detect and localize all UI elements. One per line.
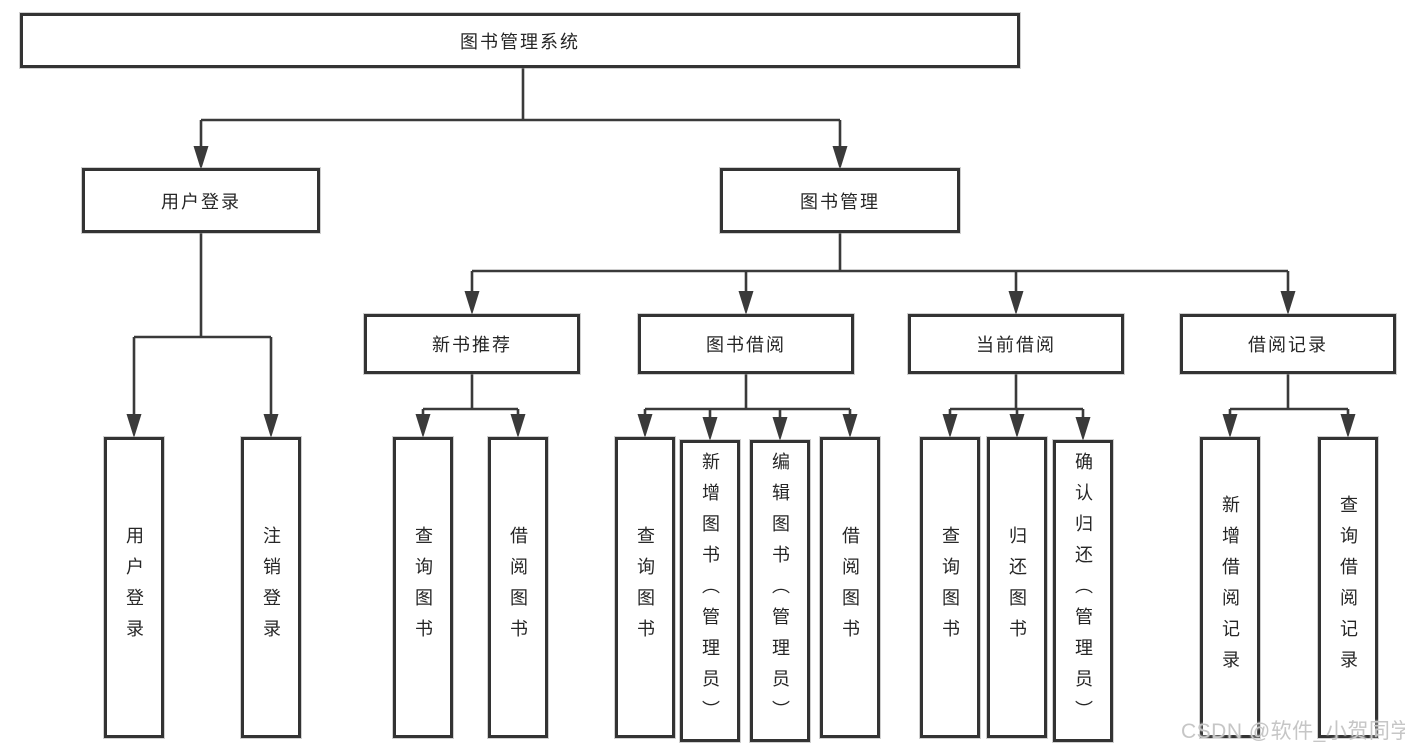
node-label: 新书推荐: [432, 335, 512, 355]
leaf-label: 查询图书: [413, 525, 433, 650]
node-label: 当前借阅: [976, 335, 1056, 355]
leaf-label: 用户登录: [124, 525, 144, 650]
leaf-query-books-borrowing: 查询图书: [615, 437, 675, 738]
leaf-add-borrow-record: 新增借阅记录: [1200, 437, 1260, 738]
node-label: 用户登录: [161, 191, 241, 212]
leaf-label: 查询图书: [940, 525, 960, 650]
leaf-label: 借阅图书: [508, 525, 528, 650]
leaf-label: 查询借阅记录: [1338, 494, 1358, 681]
leaf-label: 注销登录: [261, 525, 281, 650]
leaf-query-borrow-record: 查询借阅记录: [1318, 437, 1378, 738]
node-label: 图书管理系统: [460, 31, 580, 52]
leaf-label: 借阅图书: [840, 525, 860, 650]
leaf-query-books-recommend: 查询图书: [393, 437, 453, 738]
leaf-add-books-admin: 新增图书（管理员）: [680, 440, 740, 742]
leaf-user-login: 用户登录: [104, 437, 164, 738]
node-current-borrowing: 当前借阅: [908, 314, 1124, 374]
leaf-query-books-current: 查询图书: [920, 437, 980, 738]
leaf-label: 编辑图书（管理员）: [770, 451, 790, 731]
node-label: 图书管理: [800, 191, 880, 212]
leaf-label: 新增借阅记录: [1220, 494, 1240, 681]
leaf-return-books: 归还图书: [987, 437, 1047, 738]
leaf-label: 新增图书（管理员）: [700, 451, 720, 731]
leaf-borrow-books-borrowing: 借阅图书: [820, 437, 880, 738]
leaf-label: 归还图书: [1007, 525, 1027, 650]
node-borrowing-records: 借阅记录: [1180, 314, 1396, 374]
leaf-edit-books-admin: 编辑图书（管理员）: [750, 440, 810, 742]
node-label: 图书借阅: [706, 335, 786, 355]
leaf-label: 查询图书: [635, 525, 655, 650]
node-new-book-recommend: 新书推荐: [364, 314, 580, 374]
csdn-watermark: CSDN @软件_小贺同学: [1181, 720, 1405, 743]
leaf-label: 确认归还（管理员）: [1073, 451, 1093, 731]
node-label: 借阅记录: [1248, 335, 1328, 355]
node-root-system: 图书管理系统: [20, 13, 1020, 68]
arrowheads: [126, 146, 1356, 441]
node-book-borrowing: 图书借阅: [638, 314, 854, 374]
node-user-login: 用户登录: [82, 168, 320, 233]
leaf-confirm-return-admin: 确认归还（管理员）: [1053, 440, 1113, 742]
leaf-borrow-books-recommend: 借阅图书: [488, 437, 548, 738]
leaf-logout: 注销登录: [241, 437, 301, 738]
node-book-management: 图书管理: [720, 168, 960, 233]
